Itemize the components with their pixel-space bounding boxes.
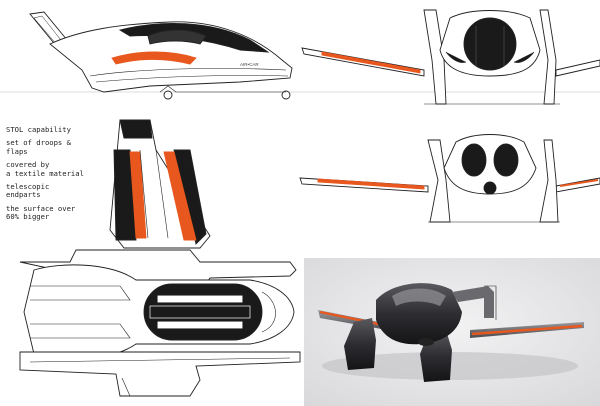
annotation-surface: the surface over 60% bigger (6, 203, 76, 222)
annotation-droops-flaps: set of droops & flaps (6, 138, 71, 156)
render-image (304, 258, 600, 406)
front-wing-right (555, 59, 600, 77)
wing-plan-left-flap (129, 151, 147, 239)
side-orange-stripe (111, 51, 197, 65)
front-pod-right (539, 9, 557, 105)
flaps-wing-left-flap (317, 178, 425, 190)
flaps-pod-right (539, 139, 559, 223)
front-view-drawing (301, 9, 600, 105)
side-window (147, 29, 207, 45)
wing-plan-drawing (109, 119, 211, 249)
flaps-rear-wheel (483, 181, 497, 195)
side-wheel-front (163, 90, 173, 100)
side-wheel-rear (281, 90, 291, 100)
flaps-pod-left (427, 139, 451, 223)
render-rear-boom (452, 286, 494, 318)
side-view-drawing: AIR•CAR (0, 11, 600, 100)
front-canopy (463, 17, 517, 71)
top-view-front-wing (19, 351, 301, 397)
annotation-textile: covered by a textile material (6, 160, 84, 178)
annotation-telescopic: telescopic endparts (6, 182, 50, 200)
render-pod-left (344, 318, 376, 370)
wing-plan-left-panel (113, 149, 137, 241)
annotation-stol: STOL capability (6, 125, 71, 134)
top-view-drawing (19, 249, 301, 397)
wing-plan-tip (119, 119, 153, 139)
front-wing-left-flap (321, 51, 421, 74)
annotation-list: STOL capability set of droops & flaps co… (6, 125, 92, 227)
front-view-flaps-drawing (299, 134, 600, 223)
wing-plan-right-flap (163, 151, 197, 241)
side-plate-text: AIR•CAR (240, 62, 259, 67)
